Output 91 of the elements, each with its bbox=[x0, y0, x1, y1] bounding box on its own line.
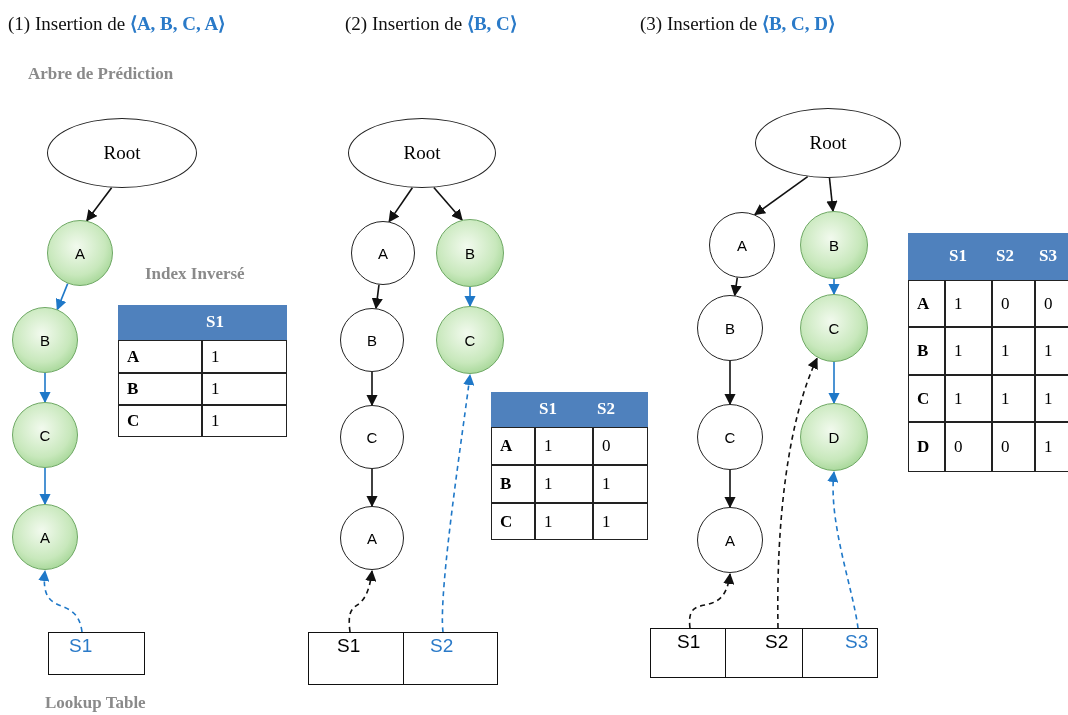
table-cell: 1 bbox=[535, 465, 593, 503]
tree-node-circle: A bbox=[340, 506, 404, 570]
heading: (3) Insertion de ⟨B, C, D⟩ bbox=[640, 12, 835, 35]
table-cell: 1 bbox=[945, 280, 992, 327]
row-header-cell: C bbox=[118, 405, 202, 437]
table-cell: 1 bbox=[535, 427, 593, 465]
dashed-arrow bbox=[348, 569, 376, 633]
table-cell: 1 bbox=[1035, 327, 1068, 375]
arrow bbox=[433, 186, 463, 221]
arrow bbox=[371, 283, 383, 310]
root-ellipse: Root bbox=[47, 118, 197, 188]
column-header: S1 bbox=[949, 245, 967, 266]
table-cell: 1 bbox=[992, 375, 1035, 422]
dashed-arrow bbox=[827, 470, 859, 629]
arrow bbox=[730, 276, 742, 297]
tree-node-circle: A bbox=[697, 507, 763, 573]
table-cell: 1 bbox=[1035, 422, 1068, 472]
lookup-table-entry: S3 bbox=[802, 628, 878, 678]
column-header: S1 bbox=[206, 311, 224, 332]
row-header-cell: A bbox=[491, 427, 535, 465]
arrow bbox=[388, 186, 414, 223]
tree-node-circle: B bbox=[436, 219, 504, 287]
tree-node-circle: A bbox=[351, 221, 415, 285]
root-ellipse: Root bbox=[348, 118, 496, 188]
root-ellipse: Root bbox=[755, 108, 901, 178]
section-title: Lookup Table bbox=[45, 693, 146, 713]
table-cell: 1 bbox=[1035, 375, 1068, 422]
tree-node-circle: B bbox=[340, 308, 404, 372]
row-header-cell: B bbox=[908, 327, 945, 375]
arrow bbox=[828, 278, 840, 296]
tree-node-circle: B bbox=[12, 307, 78, 373]
row-header-cell: C bbox=[491, 503, 535, 540]
section-title: Arbre de Prédiction bbox=[28, 64, 174, 84]
table-cell: 1 bbox=[945, 327, 992, 375]
tree-node-circle: D bbox=[800, 403, 868, 471]
row-header-cell: C bbox=[908, 375, 945, 422]
tree-node-circle: C bbox=[800, 294, 868, 362]
heading: (1) Insertion de ⟨A, B, C, A⟩ bbox=[8, 12, 226, 35]
row-header-cell: D bbox=[908, 422, 945, 472]
table-cell: 1 bbox=[535, 503, 593, 540]
lookup-table-entry: S1 bbox=[650, 628, 726, 678]
section-title: Index Inversé bbox=[145, 264, 245, 284]
arrow bbox=[826, 177, 838, 213]
lookup-table-entry: S1 bbox=[308, 632, 404, 685]
tree-node-circle: C bbox=[436, 306, 504, 374]
column-header: S3 bbox=[1039, 245, 1057, 266]
table-cell: 1 bbox=[945, 375, 992, 422]
row-header-cell: A bbox=[118, 340, 202, 373]
arrow bbox=[55, 282, 69, 311]
table-cell: 1 bbox=[593, 465, 648, 503]
tree-node-circle: B bbox=[800, 211, 868, 279]
column-header: S2 bbox=[597, 398, 615, 419]
table-cell: 1 bbox=[202, 340, 287, 373]
arrow bbox=[366, 468, 378, 508]
arrow bbox=[464, 286, 476, 308]
arrow bbox=[366, 371, 378, 407]
tree-node-circle: A bbox=[709, 212, 775, 278]
table-cell: 0 bbox=[593, 427, 648, 465]
lookup-table-entry: S1 bbox=[48, 632, 145, 675]
tree-node-circle: A bbox=[12, 504, 78, 570]
arrow bbox=[828, 361, 840, 405]
tree-node-circle: C bbox=[340, 405, 404, 469]
dashed-arrow bbox=[441, 373, 475, 633]
table-cell: 1 bbox=[202, 405, 287, 437]
row-header-cell: B bbox=[491, 465, 535, 503]
row-header-cell: B bbox=[118, 373, 202, 405]
tree-node-circle: A bbox=[47, 220, 113, 286]
arrow bbox=[39, 372, 51, 404]
table-cell: 0 bbox=[945, 422, 992, 472]
dashed-arrow bbox=[777, 357, 819, 629]
lookup-table-entry: S2 bbox=[725, 628, 803, 678]
arrow bbox=[724, 360, 736, 406]
tree-node-circle: B bbox=[697, 295, 763, 361]
column-header: S1 bbox=[539, 398, 557, 419]
table-cell: 0 bbox=[992, 422, 1035, 472]
table-cell: 0 bbox=[1035, 280, 1068, 327]
arrow bbox=[39, 467, 51, 506]
dashed-arrow bbox=[688, 572, 734, 629]
heading: (2) Insertion de ⟨B, C⟩ bbox=[345, 12, 517, 35]
column-header: S2 bbox=[996, 245, 1014, 266]
lookup-table-entry: S2 bbox=[403, 632, 498, 685]
arrow bbox=[724, 469, 736, 509]
tree-node-circle: C bbox=[12, 402, 78, 468]
table-cell: 1 bbox=[202, 373, 287, 405]
tree-node-circle: C bbox=[697, 404, 763, 470]
row-header-cell: A bbox=[908, 280, 945, 327]
arrow bbox=[86, 186, 113, 222]
table-cell: 1 bbox=[992, 327, 1035, 375]
dashed-arrow bbox=[38, 569, 83, 633]
table-cell: 0 bbox=[992, 280, 1035, 327]
table-cell: 1 bbox=[593, 503, 648, 540]
